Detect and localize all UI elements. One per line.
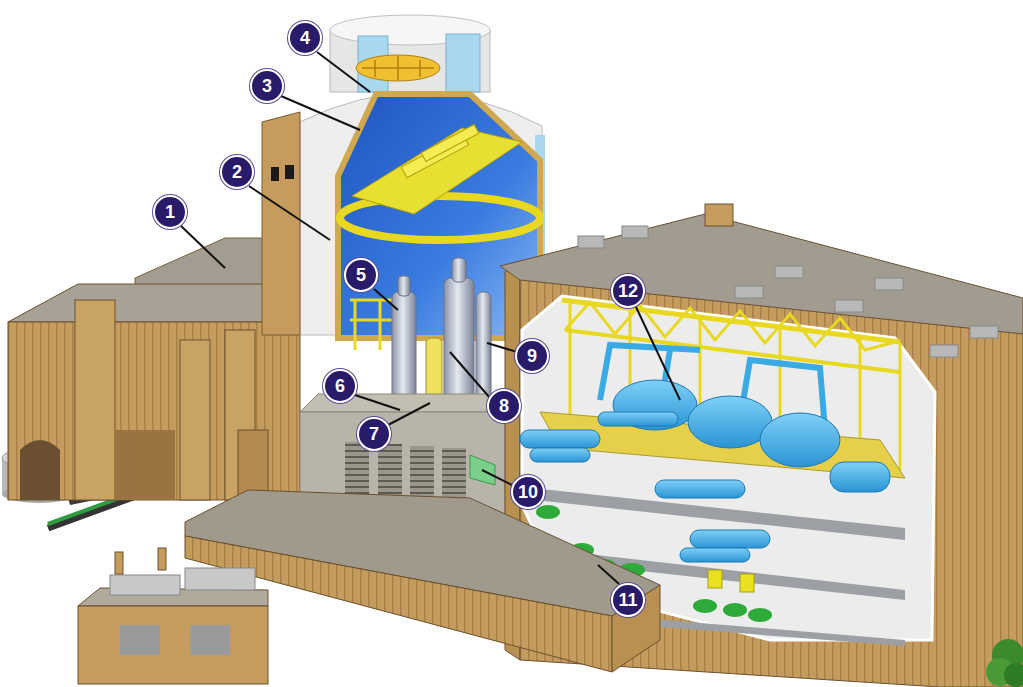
- turbine-building: [740, 574, 754, 592]
- auxiliary-building: [75, 300, 115, 500]
- callout-number: 7: [357, 417, 391, 451]
- callout-number: 1: [153, 195, 187, 229]
- callout-number: 12: [611, 274, 645, 308]
- callout-number: 6: [323, 369, 357, 403]
- leader-lines: [598, 565, 619, 584]
- leader-lines: [281, 96, 360, 130]
- auxiliary-building: [8, 284, 300, 322]
- turbine-building: [565, 330, 900, 372]
- leader-lines: [374, 289, 398, 310]
- turbine-building: [598, 412, 678, 426]
- water-tank: [362, 56, 434, 80]
- turbine-building: [655, 480, 745, 498]
- reactor-components: [452, 258, 466, 282]
- water-tank: [356, 55, 440, 81]
- roof-vents: [578, 226, 998, 357]
- callout-number: 3: [250, 69, 284, 103]
- small-building: [190, 625, 230, 655]
- leader-lines: [249, 186, 330, 240]
- shield-building: [285, 165, 294, 179]
- turbine-building: [680, 548, 750, 562]
- auxiliary-building: [180, 340, 210, 500]
- leader-lines: [450, 352, 490, 398]
- callout-number: 8: [487, 389, 521, 423]
- auxiliary-building: [8, 322, 300, 500]
- roof-vents: [775, 266, 803, 278]
- auxiliary-building: [8, 238, 300, 500]
- small-building: [110, 575, 180, 595]
- callout-number: 10: [511, 475, 545, 509]
- turbine-building: [688, 396, 772, 448]
- turbine-building: [705, 204, 733, 226]
- shield-building: [262, 112, 300, 335]
- roof-vents: [970, 326, 998, 338]
- turbine-building: [830, 462, 890, 492]
- roof-vents: [875, 278, 903, 290]
- small-building: [78, 548, 268, 684]
- roof-vents: [930, 345, 958, 357]
- callout-number: 9: [515, 339, 549, 373]
- callout-number: 5: [344, 258, 378, 292]
- leader-lines: [487, 343, 517, 352]
- turbine-building: [693, 599, 717, 613]
- callout-number: 4: [288, 21, 322, 55]
- auxiliary-building: [20, 440, 60, 500]
- leader-lines: [181, 52, 680, 584]
- roof-vents: [578, 236, 604, 248]
- turbine-building: [690, 530, 770, 548]
- turbine-building: [748, 608, 772, 622]
- leader-lines: [317, 52, 370, 92]
- leader-lines: [636, 307, 680, 400]
- containment-vessel: [352, 128, 522, 214]
- auxiliary-building: [115, 430, 175, 500]
- small-building: [115, 552, 123, 574]
- water-tank: [446, 34, 480, 92]
- turbine-building: [708, 570, 722, 588]
- auxiliary-building: [238, 430, 268, 500]
- turbine-building: [723, 603, 747, 617]
- roof-vents: [835, 300, 863, 312]
- reactor-components: [444, 278, 474, 408]
- small-building: [185, 568, 255, 590]
- turbine-building: [530, 448, 590, 462]
- callout-number: 11: [611, 583, 645, 617]
- containment-vessel: [421, 125, 479, 162]
- containment-vessel: [340, 196, 540, 240]
- small-building: [78, 606, 268, 684]
- tree: [1004, 663, 1023, 687]
- roof-vents: [735, 286, 763, 298]
- shield-building: [271, 167, 279, 181]
- leader-lines: [388, 403, 430, 425]
- containment-vessel: [350, 300, 395, 350]
- small-building: [120, 625, 160, 655]
- roof-vents: [622, 226, 648, 238]
- reactor-components: [398, 276, 410, 296]
- tree: [986, 639, 1023, 687]
- turbine-building: [760, 413, 840, 467]
- leader-lines: [482, 470, 512, 485]
- leader-lines: [181, 226, 225, 268]
- small-building: [158, 548, 166, 570]
- callout-number: 2: [220, 155, 254, 189]
- turbine-building: [520, 430, 600, 448]
- turbine-building: [536, 505, 560, 519]
- leader-lines: [355, 395, 400, 410]
